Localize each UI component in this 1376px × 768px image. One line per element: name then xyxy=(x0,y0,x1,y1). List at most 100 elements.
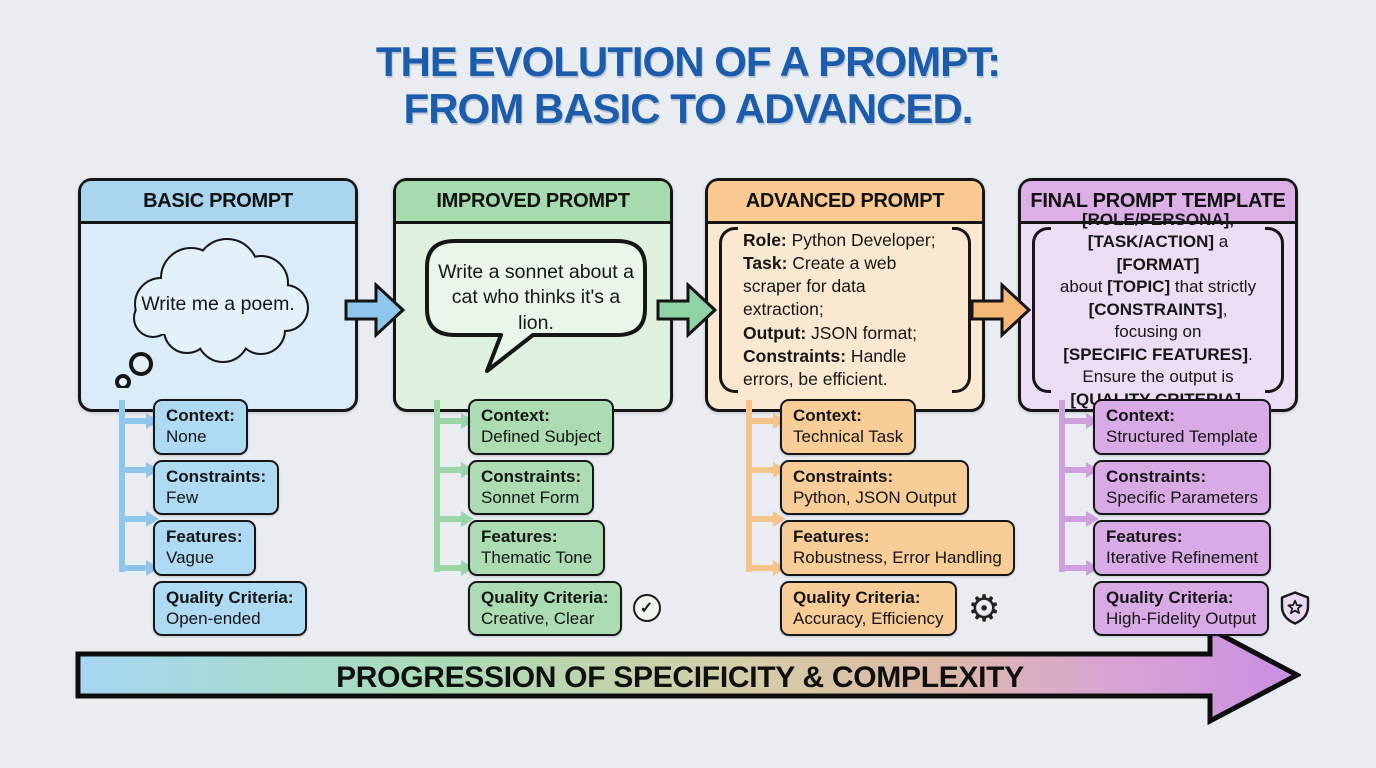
connector-stub xyxy=(1065,418,1089,424)
connector-line xyxy=(434,400,440,572)
tag-label: Features: xyxy=(481,527,558,546)
tag-value: Thematic Tone xyxy=(481,548,593,568)
check-icon: ✓ xyxy=(632,594,661,623)
tag-features: Features: Vague xyxy=(153,520,256,576)
tag-quality-criteria: Quality Criteria: Accuracy, Efficiency xyxy=(780,580,957,636)
right-bracket-icon xyxy=(1265,227,1284,393)
tag-value: Open-ended xyxy=(166,608,261,628)
right-arrow-icon xyxy=(344,282,406,338)
tag-label: Quality Criteria: xyxy=(481,587,609,607)
tag-label: Constraints: xyxy=(1106,466,1207,486)
tag-label: Constraints: xyxy=(793,466,894,486)
connector-stub xyxy=(1065,467,1089,473)
connector-line xyxy=(1059,400,1065,572)
connector-stub xyxy=(440,565,464,571)
tag-value: Robustness, Error Handling xyxy=(793,548,1002,568)
tag-value: Few xyxy=(166,487,199,507)
tag-quality-criteria: Quality Criteria: High-Fidelity Output xyxy=(1093,580,1270,636)
tag-value: Vague xyxy=(166,548,214,568)
left-bracket-icon xyxy=(1032,227,1051,393)
connector-stub xyxy=(752,516,776,522)
tag-constraints: Constraints: Python, JSON Output xyxy=(780,459,970,515)
connector-stub xyxy=(752,418,776,424)
gear-icon: ⚙ xyxy=(967,587,1001,629)
tag-label: Context: xyxy=(793,406,862,425)
tag-features: Features: Robustness, Error Handling xyxy=(780,520,1015,576)
tag-value: Defined Subject xyxy=(481,427,602,447)
tag-value: High-Fidelity Output xyxy=(1106,608,1257,628)
connector-stub xyxy=(125,467,149,473)
tag-label: Quality Criteria: xyxy=(166,587,294,607)
tag-quality-criteria: Quality Criteria: Creative, Clear xyxy=(468,580,622,636)
card-final-prompt-template-header: FINAL PROMPT TEMPLATE xyxy=(1021,181,1295,224)
tag-label: Features: xyxy=(166,527,243,546)
card-basic-prompt: BASIC PROMPT xyxy=(78,178,358,412)
tag-value: Structured Template xyxy=(1106,427,1258,447)
improved-prompt-tags: Context: Defined Subject Constraints: So… xyxy=(468,399,661,636)
tag-label: Features: xyxy=(1106,527,1183,546)
connector-stub xyxy=(752,467,776,473)
connector-stub xyxy=(1065,516,1089,522)
card-basic-prompt-header: BASIC PROMPT xyxy=(81,181,355,224)
connector-line xyxy=(119,400,125,572)
tag-quality-criteria: Quality Criteria: Open-ended xyxy=(153,580,307,636)
connector-stub xyxy=(440,418,464,424)
connector-stub xyxy=(440,516,464,522)
right-arrow-icon xyxy=(656,282,718,338)
right-bracket-icon xyxy=(952,227,971,393)
tag-constraints: Constraints: Sonnet Form xyxy=(468,459,595,515)
right-arrow-icon xyxy=(970,282,1032,338)
tag-label: Context: xyxy=(166,406,235,425)
tag-features: Features: Thematic Tone xyxy=(468,520,606,576)
advanced-prompt-tags: Context: Technical Task Constraints: Pyt… xyxy=(780,399,1015,636)
connector-stub xyxy=(1065,565,1089,571)
tag-label: Quality Criteria: xyxy=(793,587,921,607)
connector-stub xyxy=(440,467,464,473)
speech-bubble-icon xyxy=(425,239,647,373)
tag-features: Features: Iterative Refinement xyxy=(1093,520,1272,576)
shield-star-icon xyxy=(1281,591,1310,625)
tag-value: None xyxy=(166,427,207,447)
page-title-line2: FROM BASIC TO ADVANCED. xyxy=(403,85,974,133)
tag-context: Context: None xyxy=(153,399,248,455)
card-final-prompt-template: FINAL PROMPT TEMPLATE xyxy=(1018,178,1298,412)
progression-arrow-label: PROGRESSION OF SPECIFICITY & COMPLEXITY xyxy=(336,661,1024,694)
basic-prompt-text: Write me a poem. xyxy=(141,293,295,315)
connector-stub xyxy=(752,565,776,571)
thought-cloud-icon xyxy=(115,238,309,388)
page-title: THE EVOLUTION OF A PROMPT: FROM BASIC TO… xyxy=(0,38,1376,132)
tag-label: Features: xyxy=(793,527,870,546)
tag-value: Accuracy, Efficiency xyxy=(793,608,944,628)
tag-value: Specific Parameters xyxy=(1106,487,1259,507)
connector-stub xyxy=(125,565,149,571)
card-advanced-prompt: ADVANCED PROMPT xyxy=(705,178,985,412)
advanced-prompt-text: Role: Python Developer; Task: Create a w… xyxy=(743,229,936,390)
basic-prompt-tags: Context: None Constraints: Few Features:… xyxy=(153,399,307,636)
tag-value: Python, JSON Output xyxy=(793,487,957,507)
card-improved-prompt-header: IMPROVED PROMPT xyxy=(396,181,670,224)
tag-label: Constraints: xyxy=(481,466,582,486)
tag-context: Context: Technical Task xyxy=(780,399,917,455)
tag-value: Technical Task xyxy=(793,427,904,447)
tag-value: Sonnet Form xyxy=(481,487,580,507)
tag-label: Constraints: xyxy=(166,466,267,486)
connector-line xyxy=(746,400,752,572)
final-template-block: [ROLE/PERSONA], [TASK/ACTION] a [FORMAT]… xyxy=(1032,210,1284,409)
advanced-prompt-block: Role: Python Developer; Task: Create a w… xyxy=(719,227,971,393)
final-template-tags: Context: Structured Template Constraints… xyxy=(1093,399,1310,636)
left-bracket-icon xyxy=(719,227,738,393)
tag-label: Context: xyxy=(481,406,550,425)
card-advanced-prompt-header: ADVANCED PROMPT xyxy=(708,181,982,224)
tag-context: Context: Defined Subject xyxy=(468,399,615,455)
final-template-text: [ROLE/PERSONA], [TASK/ACTION] a [FORMAT]… xyxy=(1059,210,1257,409)
tag-label: Context: xyxy=(1106,406,1175,425)
progression-arrow xyxy=(75,624,1301,726)
connector-stub xyxy=(125,418,149,424)
tag-constraints: Constraints: Few xyxy=(153,459,280,515)
connector-stub xyxy=(125,516,149,522)
tag-value: Creative, Clear xyxy=(481,608,595,628)
page-title-line1: THE EVOLUTION OF A PROMPT: xyxy=(375,38,1001,85)
tag-constraints: Constraints: Specific Parameters xyxy=(1093,459,1272,515)
tag-value: Iterative Refinement xyxy=(1106,548,1259,568)
